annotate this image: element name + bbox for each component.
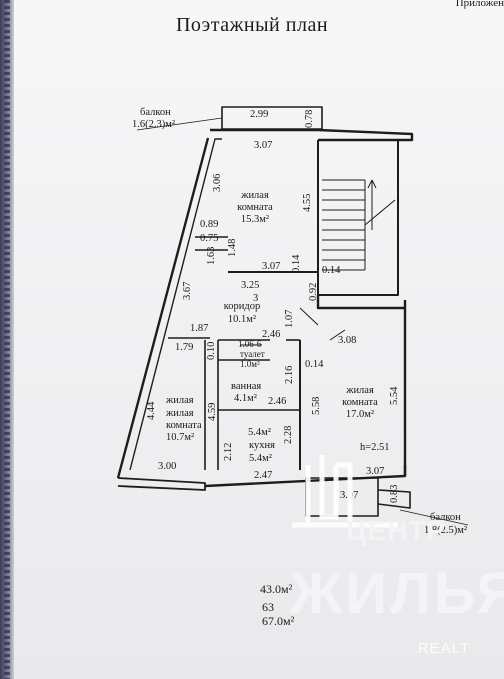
dim-3-00: 3.00 [158,461,177,472]
dim-1-48: 1.48 [227,238,238,257]
bathroom-label: ванная [231,381,262,392]
corridor-label: коридор [223,301,261,312]
dim-0-75: 0.75 [200,233,219,244]
dim-4-44: 4.44 [146,401,157,420]
dim-1-79: 1.79 [175,342,194,353]
dim-3-06: 3.06 [212,173,223,192]
living-room-1-area: 15.3м² [240,214,270,225]
dim-3-07-mid: 3.07 [262,261,281,272]
bathroom-area: 4.1м² [234,393,257,404]
dim-2-46-a: 2.46 [262,329,281,340]
dim-2-28: 2.28 [283,425,294,444]
dim-1-63: 1.63 [206,246,217,265]
living-room-3-area: 10.7м² [166,432,195,443]
dim-0-14-b: 0.14 [322,265,341,276]
living-room-3-label-extra: жилая [166,408,194,419]
watermark-logo [292,455,398,528]
corridor-area: 10.1м² [227,314,257,325]
corner-text: Приложен [455,0,504,9]
dim-3-67: 3.67 [182,281,193,300]
total-area-2: 63 [262,600,274,614]
watermark-word-2: ЖИЛЬЯ [290,561,504,626]
dim-3-07-top: 3.07 [254,140,273,151]
kitchen-area-dup: 5.4м² [248,427,271,438]
dim-5-54: 5.54 [389,386,400,405]
balcony-top-label: балкон [140,107,171,118]
kitchen-area: 5.4м² [249,453,272,464]
dim-0-10: 0.10 [206,341,217,360]
dim-3: 3 [253,293,259,304]
dim-2-99: 2.99 [250,109,269,120]
dim-0-14-a: 0.14 [291,254,302,273]
living-room-2-label-1: жилая [346,385,374,396]
dim-2-12: 2.12 [223,442,234,461]
watermark-site: REALT [417,640,470,657]
living-room-1-label-1: жилая [241,190,269,201]
living-room-3-label-2: комната [166,420,202,431]
dim-1-07: 1.07 [284,309,295,328]
toilet-area: 1.0м² [240,359,260,369]
dim-0-92: 0.92 [308,282,319,301]
dim-2-16: 2.16 [284,365,295,384]
dim-5-58: 5.58 [311,396,322,415]
watermark-word-1: ЦЕНТР [346,515,447,546]
dim-4-55: 4.55 [302,193,313,212]
dim-h: h=2.51 [360,442,390,453]
dim-3-25: 3.25 [241,280,260,291]
living-room-2-area: 17.0м² [345,409,375,420]
dim-0-14-c: 0.14 [305,359,324,370]
balcony-bottom-area: 1.8(2.5)м² [424,525,468,536]
dim-1-87: 1.87 [190,323,209,334]
dim-2-46-b: 2.46 [268,396,287,407]
binding-holes [4,0,10,679]
total-area-1: 43.0м² [260,582,293,596]
balcony-bottom-label: балкон [430,512,461,523]
dim-0-78: 0.78 [304,109,315,128]
page-title: Поэтажный план [175,14,329,36]
kitchen-label: кухня [249,440,275,451]
dim-0-89: 0.89 [200,219,219,230]
toilet-label: туалет [240,349,265,359]
dim-3-08: 3.08 [338,335,357,346]
dim-1-06: 1.06-6 [238,339,262,349]
dim-2-47: 2.47 [254,470,273,481]
living-room-3-label-1: жилая [166,395,194,406]
balcony-top-area: 1.6(2.3)м² [132,119,176,130]
living-room-1-label-2: комната [237,202,273,213]
living-room-2-label-2: комната [342,397,378,408]
total-area-3: 67.0м² [262,614,295,628]
dim-4-59: 4.59 [207,402,218,421]
dim-3-07-low: 3.07 [366,466,385,477]
